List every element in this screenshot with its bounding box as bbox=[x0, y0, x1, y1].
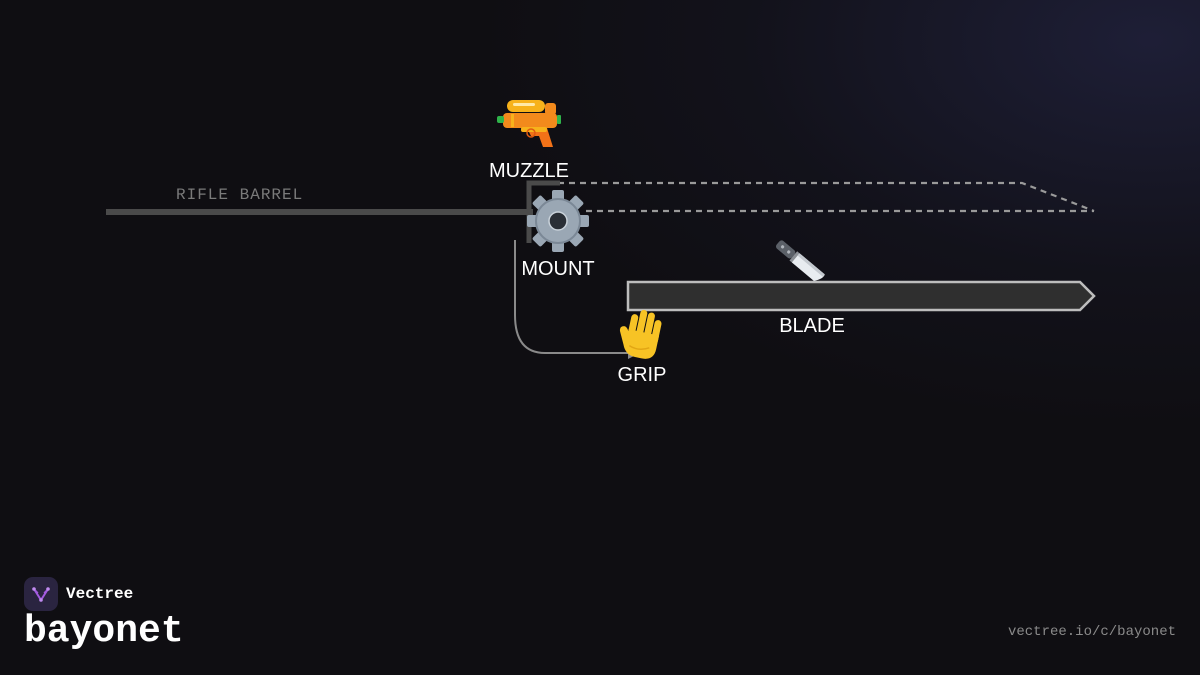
gear-icon bbox=[527, 190, 589, 252]
grip-label: GRIP bbox=[618, 364, 667, 386]
brand: Vectree bbox=[24, 577, 133, 611]
mount-label: MOUNT bbox=[521, 258, 594, 280]
muzzle-label: MUZZLE bbox=[489, 160, 569, 182]
dashed-extension-outline bbox=[558, 181, 1095, 213]
raised-hand-icon bbox=[619, 309, 662, 359]
kitchen-knife-icon bbox=[776, 240, 825, 282]
blade-label: BLADE bbox=[779, 315, 845, 337]
rifle-barrel-label: RIFLE BARREL bbox=[176, 186, 303, 204]
water-pistol-icon bbox=[497, 100, 561, 147]
page-title: bayonet bbox=[24, 610, 184, 653]
vectree-logo-icon bbox=[24, 577, 58, 611]
blade-shape bbox=[626, 280, 1096, 312]
brand-name: Vectree bbox=[66, 585, 134, 603]
page-url[interactable]: vectree.io/c/bayonet bbox=[1007, 624, 1176, 640]
grip-connector bbox=[514, 240, 640, 354]
